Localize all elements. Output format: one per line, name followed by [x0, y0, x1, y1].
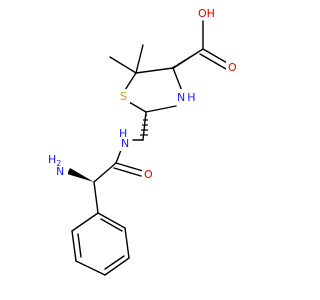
- bond-c-acid-o-double-b: [199, 53, 227, 70]
- bond-carbonyl-o-double-b: [113, 167, 142, 177]
- bond-n-amide-c-carbonyl: [115, 149, 122, 164]
- bond-benzene-3: [104, 257, 130, 276]
- bond-calpha-ring: [93, 181, 99, 214]
- atom-nh2-h-main: H: [48, 153, 56, 166]
- bonds: [71, 20, 230, 276]
- bond-benzene-2: [124, 227, 130, 259]
- hash-bond-c2: [140, 114, 148, 136]
- stereo-bonds: [67, 53, 196, 182]
- atom-o-acid-label: O: [228, 61, 237, 74]
- bond-carbonyl-calpha: [93, 162, 117, 183]
- atom-nh-ring-n: N: [177, 91, 185, 104]
- hash-bond-c4: [170, 53, 196, 70]
- bond-c4-n3: [172, 67, 183, 92]
- bond-benzene-inner-3: [77, 233, 82, 258]
- atom-nh-ring-h: H: [187, 91, 195, 104]
- atom-o-amide-label: O: [144, 168, 153, 181]
- bond-benzene-inner-2: [104, 255, 125, 270]
- bond-benzene-5: [71, 230, 77, 262]
- atom-s-label: S: [120, 90, 127, 103]
- atom-nh2-n: N: [56, 165, 64, 178]
- bond-n3-c2: [145, 105, 177, 113]
- bond-benzene-1: [97, 212, 126, 229]
- bond-c-acid-o-double-a: [202, 48, 230, 65]
- atom-nh-amide-h: H: [119, 127, 127, 140]
- atom-nh-amide-n: N: [121, 137, 129, 150]
- bond-c5-c4: [135, 67, 174, 74]
- bond-benzene-6: [71, 212, 99, 232]
- bond-c5-methyl-1: [109, 56, 137, 74]
- wedge-bond-calpha-nh2: [67, 168, 94, 182]
- bond-benzene-inner-1: [100, 218, 123, 232]
- bond-c5-methyl-2: [135, 44, 144, 74]
- atom-oh-label: OH: [198, 7, 215, 20]
- bond-s1-c5: [124, 72, 137, 91]
- atom-nh2-subscript: 2: [56, 159, 61, 168]
- bond-benzene-4: [75, 260, 106, 276]
- bond-c2-ch2: [142, 111, 147, 141]
- bond-carbonyl-o-double-a: [115, 162, 144, 172]
- atom-nh2-h: H2: [48, 153, 61, 168]
- bond-c2-s1: [128, 101, 147, 113]
